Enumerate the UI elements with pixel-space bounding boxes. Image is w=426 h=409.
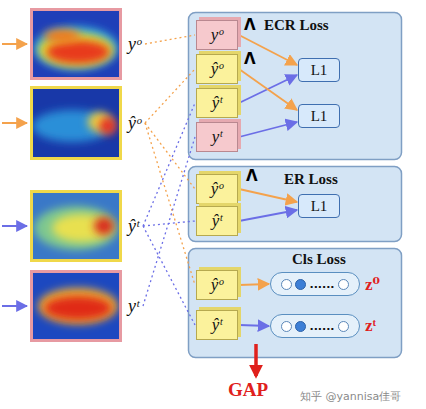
loss-arrow [239, 210, 297, 221]
loss-panel: Cls Loss ŷᵒ ŷᵗ............ [188, 248, 402, 358]
heatmap-image [30, 8, 122, 80]
heat-spot [46, 40, 110, 64]
image-frame [32, 10, 121, 79]
box-label: yᵗ [212, 127, 222, 147]
l1-box: L1 [298, 194, 340, 218]
panel-backgrounds [189, 13, 402, 358]
feature-link [145, 69, 195, 123]
image-frame [32, 272, 121, 341]
box-label: ŷᵗ [212, 93, 222, 113]
vector-name: zᵗ [365, 316, 376, 336]
box-label: ŷᵒ [211, 275, 223, 295]
box-label: yᵒ [211, 25, 223, 45]
feature-cube: ŷᵗ [196, 310, 238, 340]
class-slot [281, 279, 292, 290]
heat-spot [34, 206, 118, 250]
heatmap-ground [30, 86, 122, 160]
loss-panel: ECR LossyᵒŷᵒŷᵗyᵗL1L1 [188, 12, 402, 160]
heat-spot [38, 288, 118, 324]
heatmap-node: yᵗ [30, 270, 142, 342]
heatmap-image [30, 190, 122, 262]
watermark: 知乎 @yannisa佳哥 [300, 389, 401, 404]
ellipsis: ...... [309, 278, 334, 291]
box-label: L1 [311, 198, 328, 215]
loss-arrow [239, 189, 297, 202]
box-label: L1 [311, 108, 328, 125]
feature-cube: yᵗ [196, 122, 238, 152]
image-label: ŷᵗ [128, 216, 139, 237]
vector-name: z⁰ [365, 274, 380, 295]
l1-box: L1 [298, 104, 340, 128]
feature-cube: ŷᵒ [196, 270, 238, 300]
feature-link [143, 226, 195, 325]
heatmap-ground [30, 190, 122, 262]
panel-title: ER Loss [284, 171, 338, 188]
image-label: yᵒ [128, 34, 141, 55]
input-arrow [2, 43, 27, 45]
heatmap-node: ŷᵗ [30, 190, 142, 262]
panel-title: ECR Loss [264, 17, 329, 34]
image-label: ŷᵒ [128, 113, 141, 134]
heatmap-ground [30, 270, 122, 342]
input-arrow [2, 305, 27, 307]
input-arrow [2, 122, 27, 124]
panel-outline [189, 249, 402, 358]
class-slot [281, 321, 292, 332]
input-arrow [2, 225, 27, 227]
loss-arrow [239, 325, 269, 326]
image-label: yᵗ [128, 296, 139, 317]
stop-gradient-mark: Λ [246, 167, 258, 185]
class-slot [295, 279, 306, 290]
class-slot [338, 279, 349, 290]
feature-link [145, 123, 195, 285]
gap-arrow [254, 344, 258, 376]
feature-cube: ŷᵗ [196, 88, 238, 118]
feature-link [143, 103, 195, 226]
loss-arrow [239, 122, 297, 137]
feature-link [145, 35, 195, 44]
panel-outline [189, 167, 402, 242]
feature-cube: ŷᵒ [196, 174, 238, 204]
feature-link [145, 123, 195, 189]
heatmap-ground [30, 8, 122, 80]
class-slot [338, 321, 349, 332]
heat-spot [99, 117, 117, 135]
panel-outline [189, 13, 402, 160]
box-label: ŷᵒ [211, 59, 223, 79]
gap-label: GAP [228, 379, 268, 401]
loss-panel: ER Loss ŷᵒ ŷᵗ L1 [188, 166, 402, 242]
heatmap-image [30, 86, 122, 160]
box-label: ŷᵗ [212, 315, 222, 335]
heat-spot [44, 29, 80, 43]
heatmap-node: yᵒ [30, 8, 144, 80]
loss-arrow [239, 284, 269, 285]
feature-cube: ŷᵗ [196, 206, 238, 236]
heatmap-image [30, 270, 122, 342]
class-vector: ...... [270, 314, 360, 338]
image-frame [32, 88, 121, 159]
heat-spot [34, 26, 118, 70]
stop-gradient-mark: Λ [244, 50, 256, 68]
heat-spot [44, 296, 112, 320]
class-slot [295, 321, 306, 332]
image-frame [32, 192, 121, 261]
stop-gradient-mark: Λ [244, 16, 256, 34]
heatmap-node: ŷᵒ [30, 86, 144, 160]
feature-cube: ŷᵒ [196, 54, 238, 84]
class-vector: ...... [270, 272, 360, 296]
panel-title: Cls Loss [292, 251, 346, 268]
l1-box: L1 [298, 58, 340, 82]
feature-link [143, 137, 195, 306]
box-label: ŷᵗ [212, 211, 222, 231]
feature-cube: yᵒ [196, 20, 238, 50]
heat-spot [94, 217, 114, 235]
box-label: L1 [311, 62, 328, 79]
box-label: ŷᵒ [211, 179, 223, 199]
loss-arrow [239, 69, 297, 110]
ellipsis: ...... [309, 320, 334, 333]
